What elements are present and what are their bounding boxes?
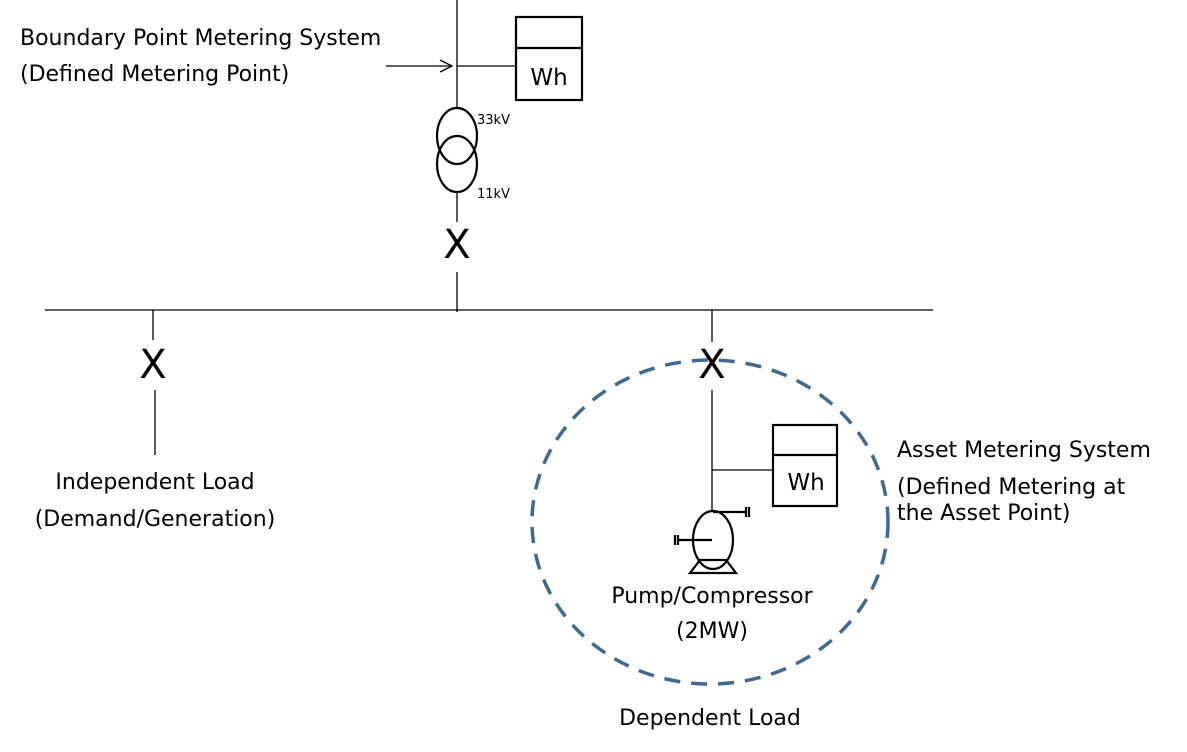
asset-metering-subtitle-1: (Defined Metering at (897, 475, 1126, 500)
boundary-subtitle: (Defined Metering Point) (20, 62, 289, 87)
pump-title: Pump/Compressor (611, 584, 813, 609)
independent-breaker: X (139, 342, 166, 388)
asset-metering-subtitle-2: the Asset Point) (897, 501, 1070, 526)
transformer-icon (435, 106, 479, 194)
boundary-meter: Wh (514, 15, 584, 102)
dependent-load-boundary (530, 358, 890, 686)
asset-metering-title: Asset Metering System (897, 438, 1151, 463)
independent-load-subtitle: (Demand/Generation) (35, 507, 276, 532)
dependent-load-label: Dependent Load (619, 706, 801, 731)
pump-icon (673, 507, 751, 575)
arrow-head-icon (439, 59, 454, 73)
main-breaker: X (443, 222, 470, 268)
hv-voltage-label: 33kV (477, 113, 510, 128)
boundary-title: Boundary Point Metering System (20, 26, 381, 51)
lv-voltage-label: 11kV (477, 187, 510, 202)
meter-label: Wh (787, 470, 824, 496)
pump-rating: (2MW) (676, 619, 748, 644)
asset-meter: Wh (771, 423, 839, 508)
independent-load-title: Independent Load (55, 470, 254, 495)
dependent-breaker: X (698, 342, 725, 388)
meter-label: Wh (530, 65, 567, 91)
